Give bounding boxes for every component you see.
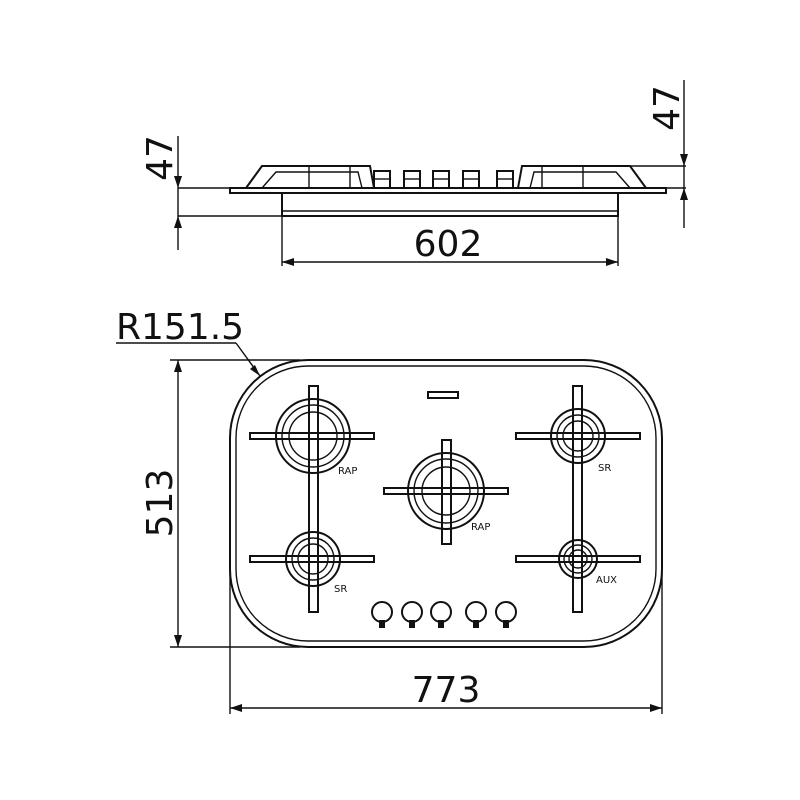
side-body [281,193,619,217]
width-label: 773 [412,670,481,711]
side-knob [432,170,450,189]
pan-support-right [515,385,641,613]
dimension-cutout-width: 602 [281,216,619,266]
corner-radius-label: R151.5 [116,307,244,348]
side-knob [373,170,391,189]
burner-label-top-left: RAP [338,466,357,477]
burner-label-bottom-right: AUX [596,575,617,586]
side-knob [496,170,514,189]
pan-support-left [249,385,375,613]
control-knob [430,601,452,628]
side-knob [403,170,421,189]
height-label: 513 [140,469,181,538]
control-knob [371,601,393,628]
burner-sr-bottom-left [285,531,341,587]
burner-label-center: RAP [471,522,490,533]
dimension-width: 773 [229,560,663,714]
side-pan-support-left [245,165,375,189]
side-knob [462,170,480,189]
glass-top-inner-outline [235,365,657,642]
side-pan-support-right [517,165,647,189]
glass-top-outline [229,359,663,648]
pan-support-center [383,439,509,545]
burner-sr-top-right [550,408,606,464]
side-glass-plate [229,187,667,194]
dimension-side-height-left: 47 [140,135,282,250]
burner-rap-top-left [275,398,351,474]
control-knob [495,601,517,628]
control-knob [465,601,487,628]
burner-label-bottom-left: SR [334,584,347,595]
logo-badge [427,391,459,399]
burner-rap-center [407,452,485,530]
burner-aux-bottom-right [558,539,598,579]
burner-label-top-right: SR [598,463,611,474]
dimension-side-height-right: 47 [618,80,688,228]
dimension-corner-radius: R151.5 [116,307,261,377]
control-knob [401,601,423,628]
top-view: RAP RAP SR SR AUX R1 [116,307,663,714]
side-height-right-label: 47 [647,85,688,131]
cutout-width-label: 602 [414,224,483,265]
dimension-height: 513 [140,359,300,648]
side-height-left-label: 47 [140,135,181,181]
side-view: 47 47 602 [140,80,688,266]
